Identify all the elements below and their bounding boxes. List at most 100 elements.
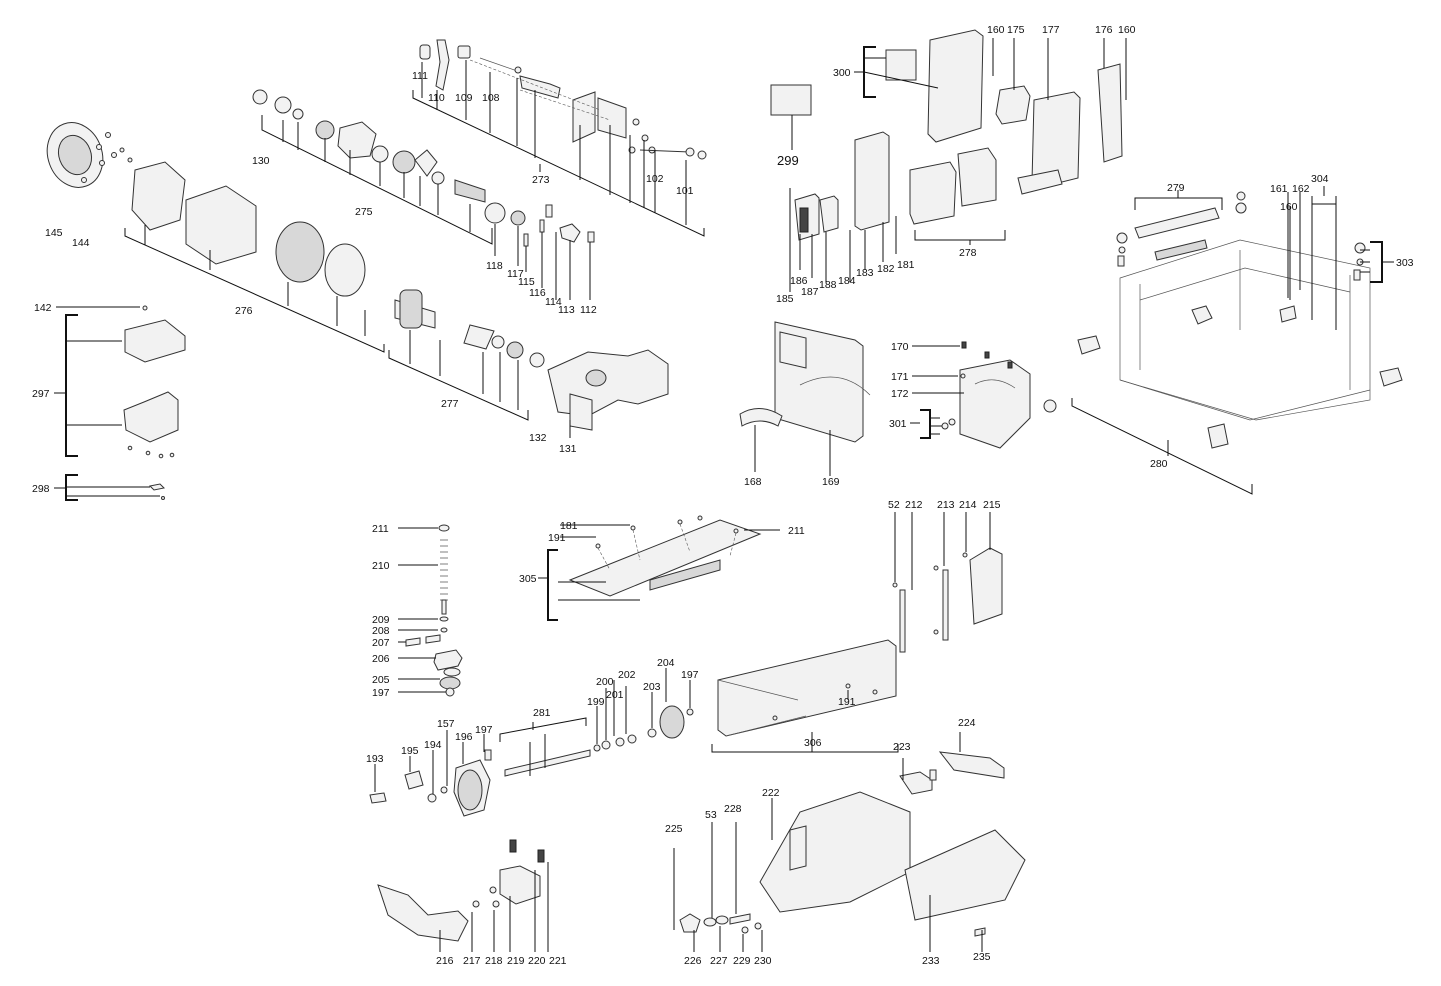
label-219: 219 [507,955,525,967]
rails-212-215 [891,512,1003,653]
label-280: 280 [1150,458,1168,470]
label-226: 226 [684,955,702,967]
label-160b: 160 [1118,24,1136,36]
label-202: 202 [618,669,636,681]
label-188: 188 [819,279,837,291]
label-145: 145 [45,227,63,239]
label-114: 114 [545,296,562,308]
label-130: 130 [252,155,270,167]
label-112: 112 [580,304,597,316]
switch-assembly-278 [789,131,1063,292]
label-276: 276 [235,305,253,317]
label-131: 131 [559,443,577,455]
label-196: 196 [455,731,473,743]
label-228: 228 [724,803,742,815]
label-52: 52 [888,499,900,511]
label-53: 53 [705,809,717,821]
label-225: 225 [665,823,683,835]
label-194: 194 [424,739,442,751]
rotor-assembly-277 [388,289,545,421]
label-275: 275 [355,206,373,218]
label-191a: 191 [548,532,566,544]
gearbox-housing-131 [547,349,669,438]
label-303: 303 [1396,257,1414,269]
label-201: 201 [606,689,624,701]
label-195: 195 [401,745,419,757]
label-297: 297 [32,388,50,400]
label-211a: 211 [372,523,389,535]
label-277: 277 [441,398,459,410]
part-labels: 111 110 109 108 273 102 101 130 275 145 … [32,24,1414,967]
label-175: 175 [1007,24,1025,36]
label-184: 184 [838,275,856,287]
label-110: 110 [428,92,445,104]
label-220: 220 [528,955,546,967]
label-160a: 160 [987,24,1005,36]
label-281: 281 [533,707,551,719]
label-171: 171 [891,371,909,383]
label-197a: 197 [372,687,390,699]
spring-column-210 [398,524,463,697]
label-300: 300 [833,67,851,79]
label-185: 185 [776,293,794,305]
label-186: 186 [790,275,808,287]
small-parts-112-118 [484,202,595,300]
label-199: 199 [587,696,605,708]
label-116: 116 [529,287,546,299]
label-169: 169 [822,476,840,488]
label-207: 207 [372,637,390,649]
label-170: 170 [891,341,909,353]
label-306: 306 [804,737,822,749]
label-299: 299 [777,153,799,168]
label-224: 224 [958,717,976,729]
label-273: 273 [532,174,550,186]
label-209: 209 [372,614,390,626]
label-160c: 160 [1280,201,1298,213]
blade-guard-assembly [673,732,1026,952]
label-191b: 191 [838,696,856,708]
label-113: 113 [558,304,575,316]
label-229: 229 [733,955,751,967]
plate-306 [711,639,899,753]
label-109: 109 [455,92,473,104]
label-210: 210 [372,560,390,572]
label-233: 233 [922,955,940,967]
label-230: 230 [754,955,772,967]
label-206: 206 [372,653,390,665]
label-222: 222 [762,787,780,799]
label-108: 108 [482,92,500,104]
label-132: 132 [529,432,547,444]
label-278: 278 [959,247,977,259]
label-227: 227 [710,955,728,967]
chute-assembly [910,341,1057,449]
label-216: 216 [436,955,454,967]
label-111: 111 [412,70,428,82]
label-305: 305 [519,573,537,585]
label-197b: 197 [681,669,699,681]
label-176: 176 [1095,24,1113,36]
label-204: 204 [657,657,675,669]
shaft-assembly-281 [369,668,694,817]
label-298: 298 [32,483,50,495]
label-168: 168 [744,476,762,488]
label-181b: 181 [560,520,578,532]
label-157: 157 [437,718,455,730]
label-182: 182 [877,263,895,275]
label-115: 115 [518,276,535,288]
label-117: 117 [507,268,524,280]
label-217: 217 [463,955,481,967]
label-218: 218 [485,955,503,967]
gear-set-275 [252,89,493,245]
label-183: 183 [856,267,874,279]
side-panel-169 [739,321,871,476]
label-200: 200 [596,676,614,688]
label-214: 214 [959,499,977,511]
housing-top-300 [770,29,1127,189]
label-235: 235 [973,951,991,963]
stand-frame-280 [1071,186,1403,495]
label-213: 213 [937,499,955,511]
label-301: 301 [889,418,907,430]
label-193: 193 [366,753,384,765]
label-142: 142 [34,302,52,314]
